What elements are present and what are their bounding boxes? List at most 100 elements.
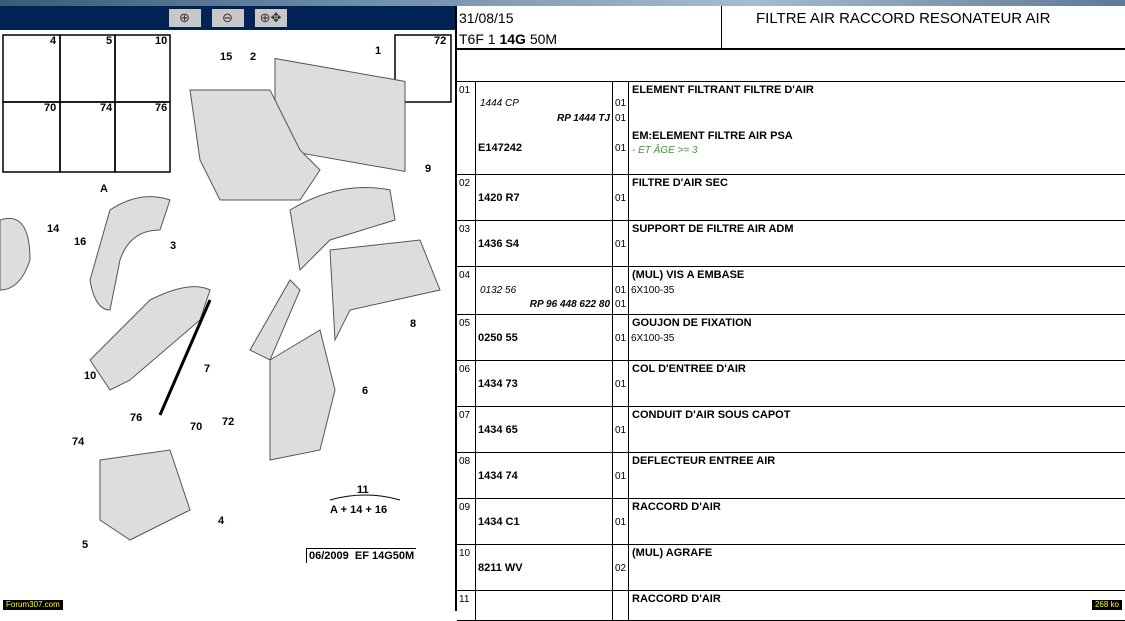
- callout: 6: [362, 385, 369, 397]
- desc-cell: COL D'ENTREE D'AIR: [628, 361, 1125, 406]
- box-label: 72: [434, 35, 447, 47]
- ref-cell: [475, 591, 612, 620]
- table-row[interactable]: 02 1420 R7 01 FILTRE D'AIR SEC: [457, 175, 1125, 221]
- part-description: RACCORD D'AIR: [632, 593, 721, 605]
- callout: 72: [222, 416, 235, 428]
- callout: 15: [220, 51, 233, 63]
- zoom-pan-button[interactable]: ⊕✥: [254, 9, 287, 27]
- callout: 1: [375, 45, 382, 57]
- quantity: 01: [615, 98, 627, 109]
- parts-diagram[interactable]: 4 5 10 70 74 76 72 15 2 1 9 A 14 16 3 8 …: [0, 30, 455, 600]
- date: 31/08/15: [459, 10, 514, 26]
- box-label: 76: [155, 102, 168, 114]
- model-code: T6F 1 14G 50M: [459, 31, 557, 47]
- row-number: 09: [459, 502, 471, 513]
- quantity: 01: [615, 333, 627, 344]
- callout: 4: [218, 515, 225, 527]
- table-row[interactable]: 07 1434 65 01 CONDUIT D'AIR SOUS CAPOT: [457, 407, 1125, 453]
- desc-cell: RACCORD D'AIR: [628, 499, 1125, 544]
- qty-cell: 01: [612, 361, 628, 406]
- row-number: 06: [459, 364, 471, 375]
- formula: A + 14 + 16: [330, 504, 388, 516]
- ref-cell: 8211 WV: [475, 545, 612, 590]
- table-row[interactable]: 09 1434 C1 01 RACCORD D'AIR: [457, 499, 1125, 545]
- model-engine: 14G: [499, 31, 526, 47]
- part-ref: 1444 CP: [480, 98, 519, 109]
- qty-cell: 01: [612, 453, 628, 498]
- ref-cell: 1434 74: [475, 453, 612, 498]
- ref-cell: 1434 65: [475, 407, 612, 452]
- part-ref: 0250 55: [478, 332, 518, 344]
- table-row[interactable]: 08 1434 74 01 DEFLECTEUR ENTREE AIR: [457, 453, 1125, 499]
- footer-size: 268 ko: [1091, 600, 1122, 610]
- quantity: 01: [615, 239, 627, 250]
- table-row[interactable]: 03 1436 S4 01 SUPPORT DE FILTRE AIR ADM: [457, 221, 1125, 267]
- part-ref: 1436 S4: [478, 238, 519, 250]
- quantity: 02: [615, 563, 627, 574]
- box-label: 4: [50, 35, 57, 47]
- part-note: - ET ÂGE >= 3: [632, 145, 698, 156]
- part-ref: RP 1444 TJ: [557, 113, 610, 124]
- desc-cell: CONDUIT D'AIR SOUS CAPOT: [628, 407, 1125, 452]
- callout: 14: [47, 223, 60, 235]
- box-label: 70: [44, 102, 57, 114]
- zoom-pan-icon: ⊕✥: [259, 10, 282, 25]
- box-label: 74: [100, 102, 113, 114]
- ref-cell: 0250 55: [475, 315, 612, 360]
- row-number: 07: [459, 410, 471, 421]
- blank-row: [457, 50, 1125, 82]
- qty-cell: 01: [612, 315, 628, 360]
- table-header: 31/08/15 T6F 1 14G 50M FILTRE AIR RACCOR…: [457, 6, 1125, 50]
- row-number: 10: [459, 548, 471, 559]
- part-ref: 1434 65: [478, 424, 518, 436]
- callout: 5: [82, 539, 89, 551]
- callout: A: [100, 183, 108, 195]
- part-ref: 0132 56: [480, 285, 517, 296]
- table-row[interactable]: 06 1434 73 01 COL D'ENTREE D'AIR: [457, 361, 1125, 407]
- part-description: SUPPORT DE FILTRE AIR ADM: [632, 223, 794, 235]
- row-number: 04: [459, 270, 471, 281]
- desc-cell: FILTRE D'AIR SEC: [628, 175, 1125, 220]
- zoom-out-button[interactable]: ⊖: [211, 9, 244, 27]
- part-description: (MUL) VIS A EMBASE: [632, 269, 745, 281]
- part-ref: 1434 C1: [478, 516, 520, 528]
- quantity: 01: [615, 193, 627, 204]
- callout: 11: [357, 484, 369, 496]
- part-description: ELEMENT FILTRANT FILTRE D'AIR: [632, 84, 814, 96]
- part-description: DEFLECTEUR ENTREE AIR: [632, 455, 776, 467]
- qty-cell: 02: [612, 545, 628, 590]
- part-ref: 1434 73: [478, 378, 518, 390]
- zoom-in-icon: ⊕: [179, 10, 190, 25]
- qty-cell: 01: [612, 407, 628, 452]
- table-row[interactable]: 10 8211 WV 02 (MUL) AGRAFE: [457, 545, 1125, 591]
- ref-cell: 1434 73: [475, 361, 612, 406]
- row-number: 03: [459, 224, 471, 235]
- zoom-in-button[interactable]: ⊕: [168, 9, 201, 27]
- box-label: 5: [106, 35, 113, 47]
- part-ref: 8211 WV: [478, 562, 523, 574]
- quantity: 01: [615, 425, 627, 436]
- callout: 76: [130, 412, 143, 424]
- part-spec: 6X100-35: [631, 285, 675, 296]
- row-number: 08: [459, 456, 471, 467]
- callout: 2: [250, 51, 257, 63]
- window-top-band: [0, 0, 1125, 6]
- quantity: 01: [615, 143, 627, 154]
- part-spec: 6X100-35: [631, 333, 675, 344]
- callout: 10: [84, 370, 97, 382]
- desc-cell: RACCORD D'AIR: [628, 591, 1125, 620]
- part-ref: E147242: [478, 142, 523, 154]
- ref-cell: 1444 CP RP 1444 TJ E147242: [475, 82, 612, 174]
- part-description: RACCORD D'AIR: [632, 501, 721, 513]
- callout: 8: [410, 318, 417, 330]
- model-suffix: 50M: [525, 31, 558, 47]
- table-row[interactable]: 11 RACCORD D'AIR: [457, 591, 1125, 621]
